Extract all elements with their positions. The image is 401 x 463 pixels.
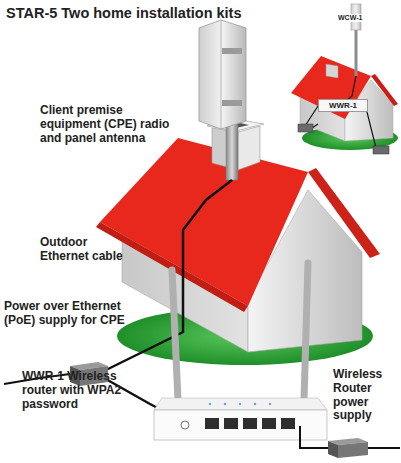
power-supply-label: Wireless Router power supply: [333, 368, 401, 423]
router-power-cord: [300, 426, 328, 448]
unit-tag: WCW-1: [338, 14, 372, 22]
cpe-label: Client premise equipment (CPE) radio and…: [40, 104, 180, 145]
cable-label: Outdoor Ethernet cable: [40, 236, 136, 264]
mains-cord: [366, 447, 400, 449]
router-model-text: WWR-1: [329, 101, 357, 110]
wireless-router: [154, 263, 327, 440]
poe-label: Power over Ethernet (PoE) supply for CPE: [4, 300, 134, 328]
small-house: [291, 4, 398, 154]
cpe-antenna: [199, 20, 246, 180]
diagram-title: STAR-5 Two home installation kits: [6, 5, 242, 22]
router-label: WWR-1 Wireless router with WPA2 password: [22, 370, 150, 411]
router-power-supply: [328, 438, 368, 458]
router-box: WWR-1: [318, 99, 368, 112]
